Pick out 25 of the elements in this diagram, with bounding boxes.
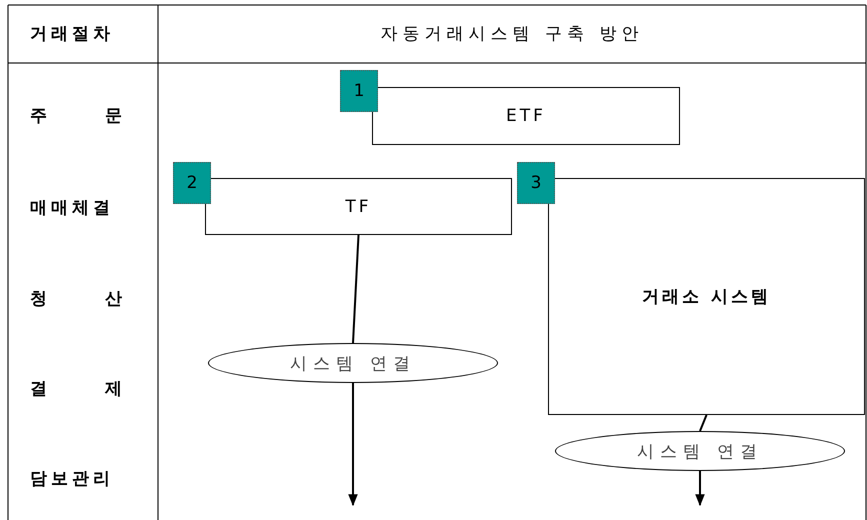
- row-header: 주 문: [30, 105, 126, 127]
- step-number: 2: [186, 173, 198, 193]
- node-label: 거래소 시스템: [642, 286, 771, 308]
- process-box: [205, 178, 512, 235]
- row-header: 매매체결: [30, 197, 115, 219]
- column-header: 자동거래시스템 구축 방안: [380, 23, 644, 45]
- node-label: 시스템 연결: [290, 352, 416, 374]
- connector-line: [352, 234, 360, 344]
- number-badge: [340, 70, 378, 112]
- connector-line: [699, 414, 708, 432]
- column-header: 거래절차: [30, 23, 115, 45]
- arrow: [695, 471, 705, 506]
- node-label: ETF: [506, 106, 546, 126]
- node-label: TF: [345, 196, 372, 216]
- number-badge: [517, 162, 555, 204]
- step-number: 1: [354, 81, 364, 101]
- row-header: 청 산: [30, 288, 126, 310]
- node-label: 시스템 연결: [636, 440, 764, 462]
- process-box: [548, 178, 865, 415]
- row-header: 결 제: [30, 378, 126, 400]
- process-box: [372, 87, 680, 145]
- step-number: 3: [530, 173, 542, 193]
- number-badge: [173, 162, 211, 204]
- row-header: 담보관리: [30, 468, 115, 490]
- arrow: [348, 383, 358, 506]
